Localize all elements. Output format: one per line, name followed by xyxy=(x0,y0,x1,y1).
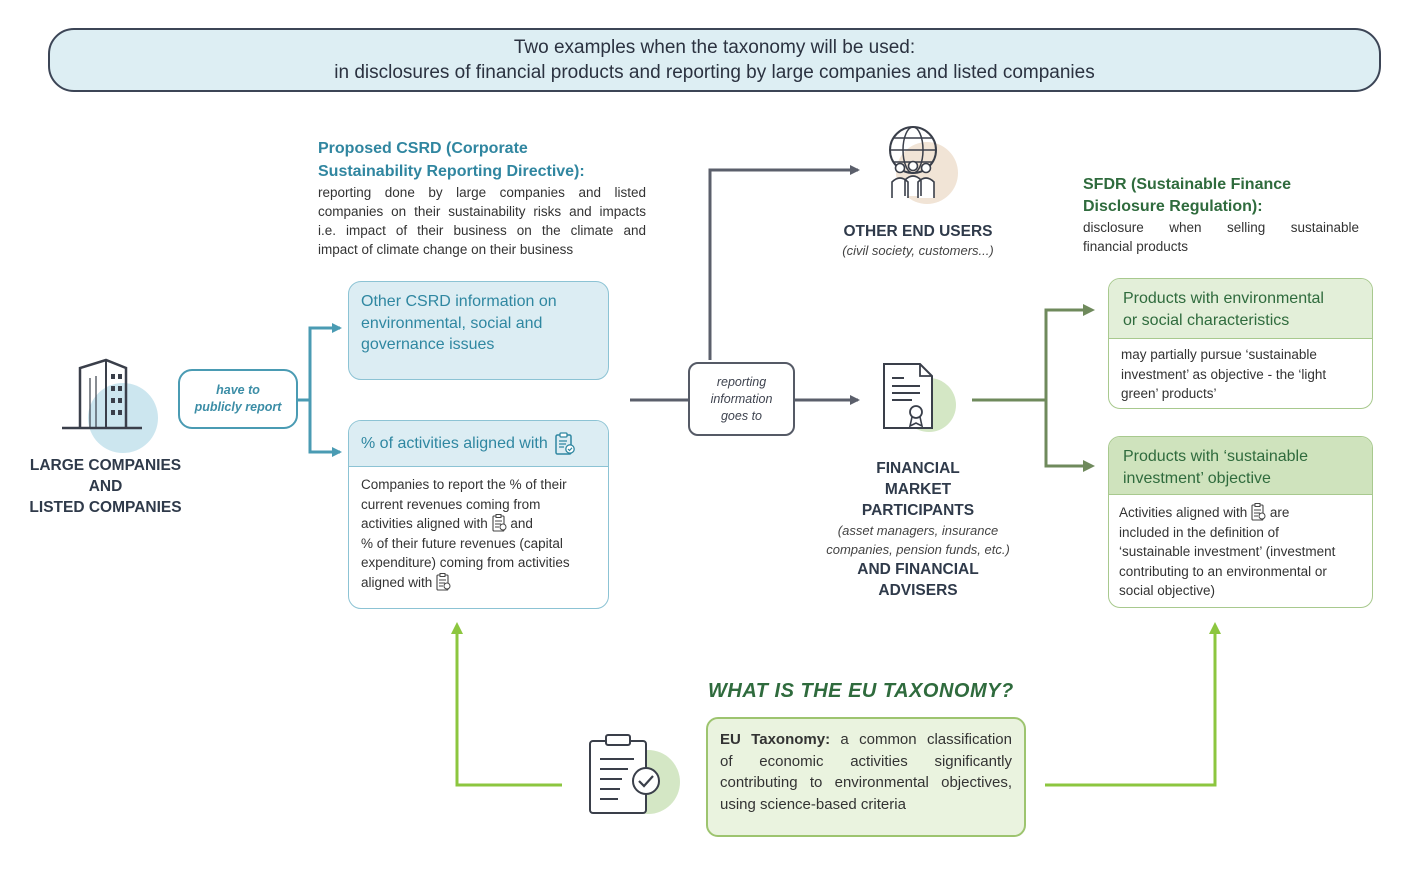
other-csrd-line-2: environmental, social and xyxy=(361,314,543,332)
products-sust-body-2: included in the definition of xyxy=(1119,524,1279,540)
csrd-text-line-3: i.e. impact of their business on the cli… xyxy=(318,223,646,238)
csrd-description: Proposed CSRD (Corporate Sustainability … xyxy=(318,137,646,259)
financial-line-1: FINANCIAL xyxy=(876,460,960,477)
other-csrd-line-3: governance issues xyxy=(361,336,495,353)
other-csrd-info-box: Other CSRD information on environmental,… xyxy=(348,281,609,380)
aligned-body-line-3-a: activities aligned with xyxy=(361,516,488,531)
products-environmental-box: Products with environmental or social ch… xyxy=(1108,278,1373,409)
aligned-header-text: % of activities aligned with xyxy=(361,434,548,452)
taxonomy-clipboard-icon xyxy=(555,431,575,455)
aligned-body-line-6-text: aligned with xyxy=(361,574,433,590)
financial-market-label: FINANCIAL MARKET PARTICIPANTS (asset man… xyxy=(808,458,1028,601)
products-sustainable-header: Products with ‘sustainable investment’ o… xyxy=(1109,437,1372,495)
arrow-to-end-users xyxy=(708,165,860,360)
aligned-body-line-1: Companies to report the % of their xyxy=(361,477,567,492)
pill-line-1: have to xyxy=(216,383,260,397)
products-sustainable-body: Activities aligned with are included in … xyxy=(1109,495,1372,607)
financial-line-4: AND FINANCIAL xyxy=(857,561,979,578)
products-sust-body-5: social objective) xyxy=(1119,583,1216,598)
aligned-body-line-2: current revenues coming from xyxy=(361,496,541,512)
products-sust-body-1-b: are xyxy=(1269,505,1290,520)
large-companies-line-2: AND xyxy=(88,478,123,495)
sfdr-title-line-2: Disclosure Regulation): xyxy=(1083,198,1263,215)
arrow-taxonomy-to-aligned xyxy=(451,622,562,787)
aligned-body-line-3-b: and xyxy=(510,516,533,531)
products-env-body-3: green’ products’ xyxy=(1121,386,1217,401)
other-csrd-line-1: Other CSRD information on xyxy=(361,293,557,310)
products-env-body-1: may partially pursue ‘sustainable xyxy=(1121,347,1317,362)
arrow-taxonomy-to-products xyxy=(1045,622,1221,787)
sfdr-text-line-1: disclosure when selling sustainable xyxy=(1083,220,1359,235)
eu-taxonomy-heading: WHAT IS THE EU TAXONOMY? xyxy=(708,680,1014,702)
products-env-body-2: investment’ as objective - the ‘light xyxy=(1121,366,1327,382)
products-sust-header-1: Products with ‘sustainable xyxy=(1123,448,1308,465)
financial-sub-1: (asset managers, insurance xyxy=(837,523,999,538)
sfdr-description: SFDR (Sustainable Finance Disclosure Reg… xyxy=(1083,174,1359,256)
other-end-users-title: OTHER END USERS xyxy=(843,223,993,240)
large-companies-line-1: LARGE COMPANIES xyxy=(29,457,182,474)
reporting-line-3: goes to xyxy=(720,408,762,423)
eu-taxonomy-box: EU Taxonomy: a common classification of … xyxy=(706,717,1026,837)
csrd-text-line-4: impact of climate change on their busine… xyxy=(318,242,574,257)
products-sust-body-1: Activities aligned with are xyxy=(1119,503,1362,523)
have-to-report-pill: have to publicly report xyxy=(178,369,298,429)
sfdr-text-line-2: financial products xyxy=(1083,239,1189,254)
aligned-activities-box: % of activities aligned with Companies t… xyxy=(348,420,609,609)
products-environmental-body: may partially pursue ‘sustainable invest… xyxy=(1109,339,1372,408)
aligned-body-line-3: activities aligned with and xyxy=(361,514,596,534)
financial-line-2: MARKET xyxy=(884,481,952,498)
banner-line-2: in disclosures of financial products and… xyxy=(334,62,1095,83)
large-companies-line-3: LISTED COMPANIES xyxy=(29,499,182,516)
branch-to-csrd-boxes xyxy=(298,326,338,454)
pill-line-2: publicly report xyxy=(194,400,282,414)
certificate-document-icon xyxy=(883,363,933,429)
reporting-line-1: reporting xyxy=(716,374,767,389)
reporting-line-2: information xyxy=(710,391,773,406)
branch-to-products xyxy=(972,308,1090,468)
eu-taxonomy-text-4: using science-based criteria xyxy=(720,795,906,813)
financial-line-5: ADVISERS xyxy=(878,582,958,599)
aligned-activities-header: % of activities aligned with xyxy=(349,421,608,467)
clipboard-check-icon xyxy=(589,734,660,814)
banner-line-1: Two examples when the taxonomy will be u… xyxy=(513,37,916,58)
taxonomy-clipboard-icon xyxy=(436,572,451,591)
taxonomy-clipboard-icon xyxy=(1251,503,1266,521)
aligned-body-line-4: % of their future revenues (capital xyxy=(361,535,563,551)
eu-taxonomy-bold: EU Taxonomy: xyxy=(720,731,831,748)
eu-taxonomy-text-2: of economic activities significantly xyxy=(720,752,1012,770)
aligned-body-line-5: expenditure) coming from activities xyxy=(361,555,570,570)
financial-sub-2: companies, pension funds, etc.) xyxy=(826,542,1010,557)
building-icon xyxy=(62,358,142,430)
reporting-information-box: reporting information goes to xyxy=(688,362,795,436)
financial-line-3: PARTICIPANTS xyxy=(861,502,975,519)
people-globe-icon xyxy=(889,126,937,198)
header-banner: Two examples when the taxonomy will be u… xyxy=(48,28,1381,92)
products-sust-body-1-a: Activities aligned with xyxy=(1119,505,1248,520)
products-sustainable-box: Products with ‘sustainable investment’ o… xyxy=(1108,436,1373,608)
products-env-header-2: or social characteristics xyxy=(1123,312,1290,329)
products-env-header-1: Products with environmental xyxy=(1123,290,1324,307)
products-sust-body-3: ‘sustainable investment’ (investment xyxy=(1119,544,1336,559)
csrd-text-line-1: reporting done by large companies and li… xyxy=(318,185,646,200)
eu-taxonomy-text-3: contributing to environmental objectives… xyxy=(720,774,1012,791)
products-environmental-header: Products with environmental or social ch… xyxy=(1109,279,1372,339)
aligned-activities-body: Companies to report the % of their curre… xyxy=(349,467,608,600)
eu-taxonomy-text-1: a common classification xyxy=(840,731,1012,748)
sfdr-title-line-1: SFDR (Sustainable Finance xyxy=(1083,176,1292,193)
products-sust-body-4: contributing to an environmental or xyxy=(1119,563,1327,579)
building-icon-bg xyxy=(88,383,158,453)
csrd-text-line-2: companies on their sustainability risks … xyxy=(318,204,646,219)
products-sust-header-2: investment’ objective xyxy=(1123,470,1271,487)
taxonomy-clipboard-icon xyxy=(492,514,507,532)
aligned-body-line-6: aligned with xyxy=(361,572,596,593)
large-companies-label: LARGE COMPANIES AND LISTED COMPANIES xyxy=(18,455,193,518)
eu-taxonomy-line-1: EU Taxonomy: a common classification xyxy=(720,729,1012,751)
other-end-users-subtitle: (civil society, customers...) xyxy=(842,243,994,258)
csrd-title-line-2: Sustainability Reporting Directive): xyxy=(318,163,585,180)
csrd-title-line-1: Proposed CSRD (Corporate xyxy=(318,140,528,157)
